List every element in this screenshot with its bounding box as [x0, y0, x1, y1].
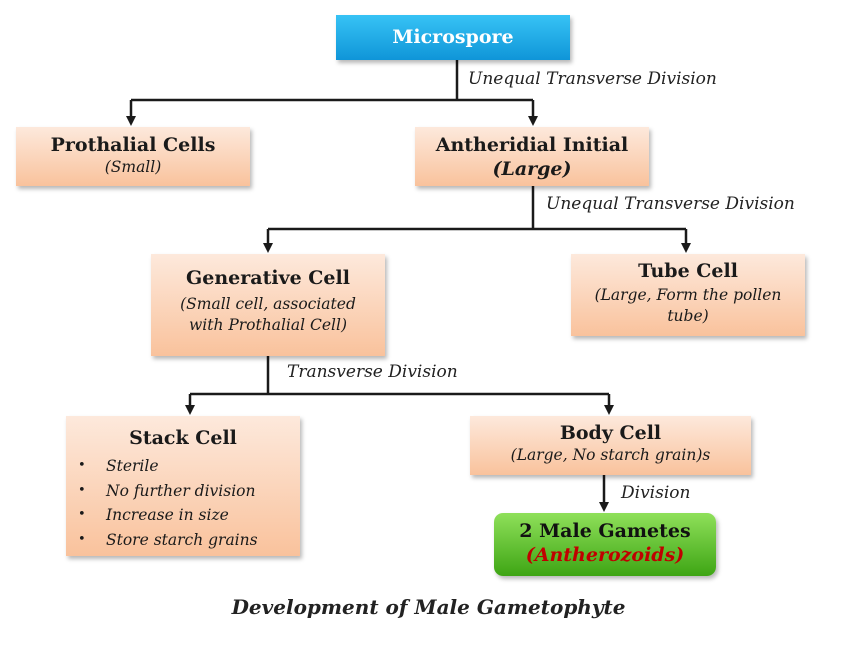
antheridial-initial-subtitle: (Large): [492, 158, 572, 180]
body-cell-subtitle: (Large, No starch grain)s: [510, 446, 711, 464]
stack-cell-property: Store starch grains: [66, 528, 300, 553]
generative-cell-title: Generative Cell: [186, 267, 350, 289]
edge-label-division-2: Unequal Transverse Division: [546, 194, 795, 214]
male-gametes-title: 2 Male Gametes: [519, 520, 691, 542]
prothalial-cells-box: Prothalial Cells (Small): [16, 127, 250, 186]
tube-cell-subtitle-line2: tube): [667, 307, 709, 325]
antheridial-initial-title: Antheridial Initial: [435, 134, 629, 156]
stack-cell-property: Increase in size: [66, 503, 300, 528]
microspore-box: Microspore: [336, 15, 570, 60]
edge-label-division-4: Division: [621, 483, 691, 503]
microspore-title: Microspore: [392, 26, 514, 48]
body-cell-title: Body Cell: [559, 422, 662, 444]
generative-cell-box: Generative Cell (Small cell, associated …: [151, 254, 385, 356]
body-cell-box: Body Cell (Large, No starch grain)s: [470, 416, 751, 475]
tube-cell-box: Tube Cell (Large, Form the pollen tube): [571, 254, 805, 336]
male-gametes-box: 2 Male Gametes (Antherozoids): [494, 513, 716, 576]
antheridial-initial-box: Antheridial Initial (Large): [415, 127, 649, 186]
stack-cell-property: No further division: [66, 479, 300, 504]
edge-label-division-1: Unequal Transverse Division: [468, 69, 717, 89]
tube-cell-title: Tube Cell: [638, 260, 738, 282]
edge-label-division-3: Transverse Division: [287, 362, 458, 382]
stack-cell-box: Stack Cell Sterile No further division I…: [66, 416, 300, 556]
stack-cell-title: Stack Cell: [129, 427, 237, 449]
generative-cell-subtitle-line2: with Prothalial Cell): [188, 316, 348, 334]
prothalial-cells-title: Prothalial Cells: [50, 134, 216, 156]
tube-cell-subtitle-line1: (Large, Form the pollen: [594, 286, 782, 304]
diagram-caption: Development of Male Gametophyte: [231, 595, 626, 619]
stack-cell-property: Sterile: [66, 454, 300, 479]
prothalial-cells-subtitle: (Small): [104, 158, 162, 176]
male-gametes-subtitle: (Antherozoids): [525, 544, 685, 566]
generative-cell-subtitle-line1: (Small cell, associated: [180, 295, 356, 313]
stack-cell-properties: Sterile No further division Increase in …: [66, 454, 300, 552]
